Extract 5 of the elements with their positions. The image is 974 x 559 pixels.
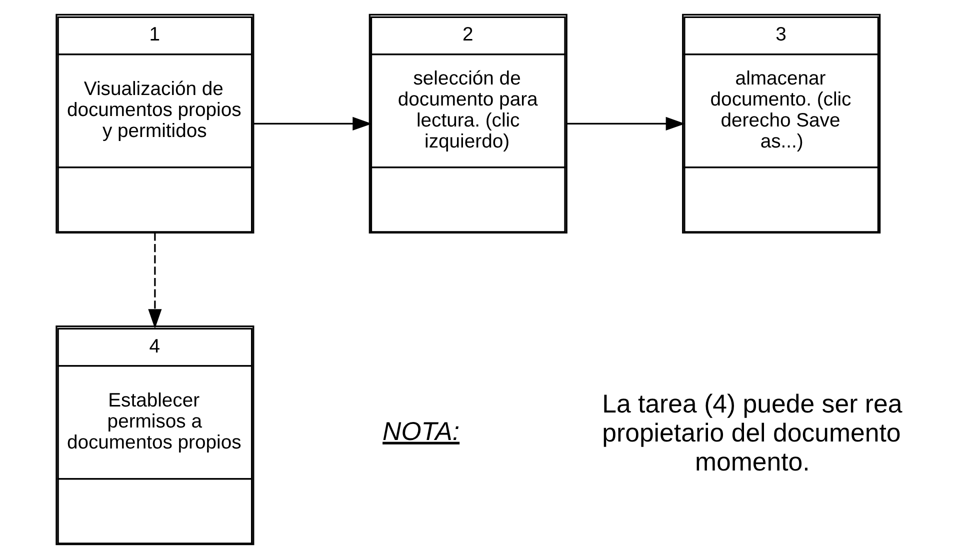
arrow xyxy=(252,116,372,130)
arrow xyxy=(148,232,162,329)
label: La tarea (4) puede ser rea propietario del documento momento. xyxy=(602,390,902,476)
label: NOTA: xyxy=(382,418,460,446)
arrow xyxy=(566,116,685,130)
